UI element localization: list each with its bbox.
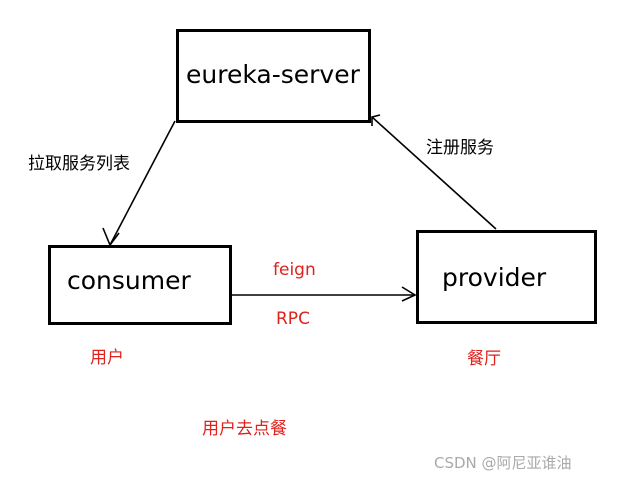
register-arrow bbox=[371, 114, 497, 230]
consumer-box bbox=[48, 245, 232, 325]
eureka-server-box bbox=[176, 29, 371, 123]
rpc-label: RPC bbox=[276, 309, 310, 329]
watermark: CSDN @阿尼亚谁油 bbox=[434, 454, 572, 472]
fetch-list-label: 拉取服务列表 bbox=[28, 154, 130, 174]
eureka-server-label: eureka-server bbox=[186, 60, 360, 89]
rpc-arrow bbox=[232, 286, 417, 302]
restaurant-annotation: 餐厅 bbox=[467, 349, 501, 369]
user-annotation: 用户 bbox=[90, 348, 124, 368]
register-label: 注册服务 bbox=[426, 138, 494, 158]
user-orders-annotation: 用户去点餐 bbox=[202, 419, 287, 439]
consumer-label: consumer bbox=[67, 266, 191, 295]
provider-label: provider bbox=[442, 263, 547, 292]
feign-label: feign bbox=[273, 260, 316, 280]
provider-box bbox=[416, 230, 597, 324]
fetch-list-arrow bbox=[102, 120, 176, 247]
